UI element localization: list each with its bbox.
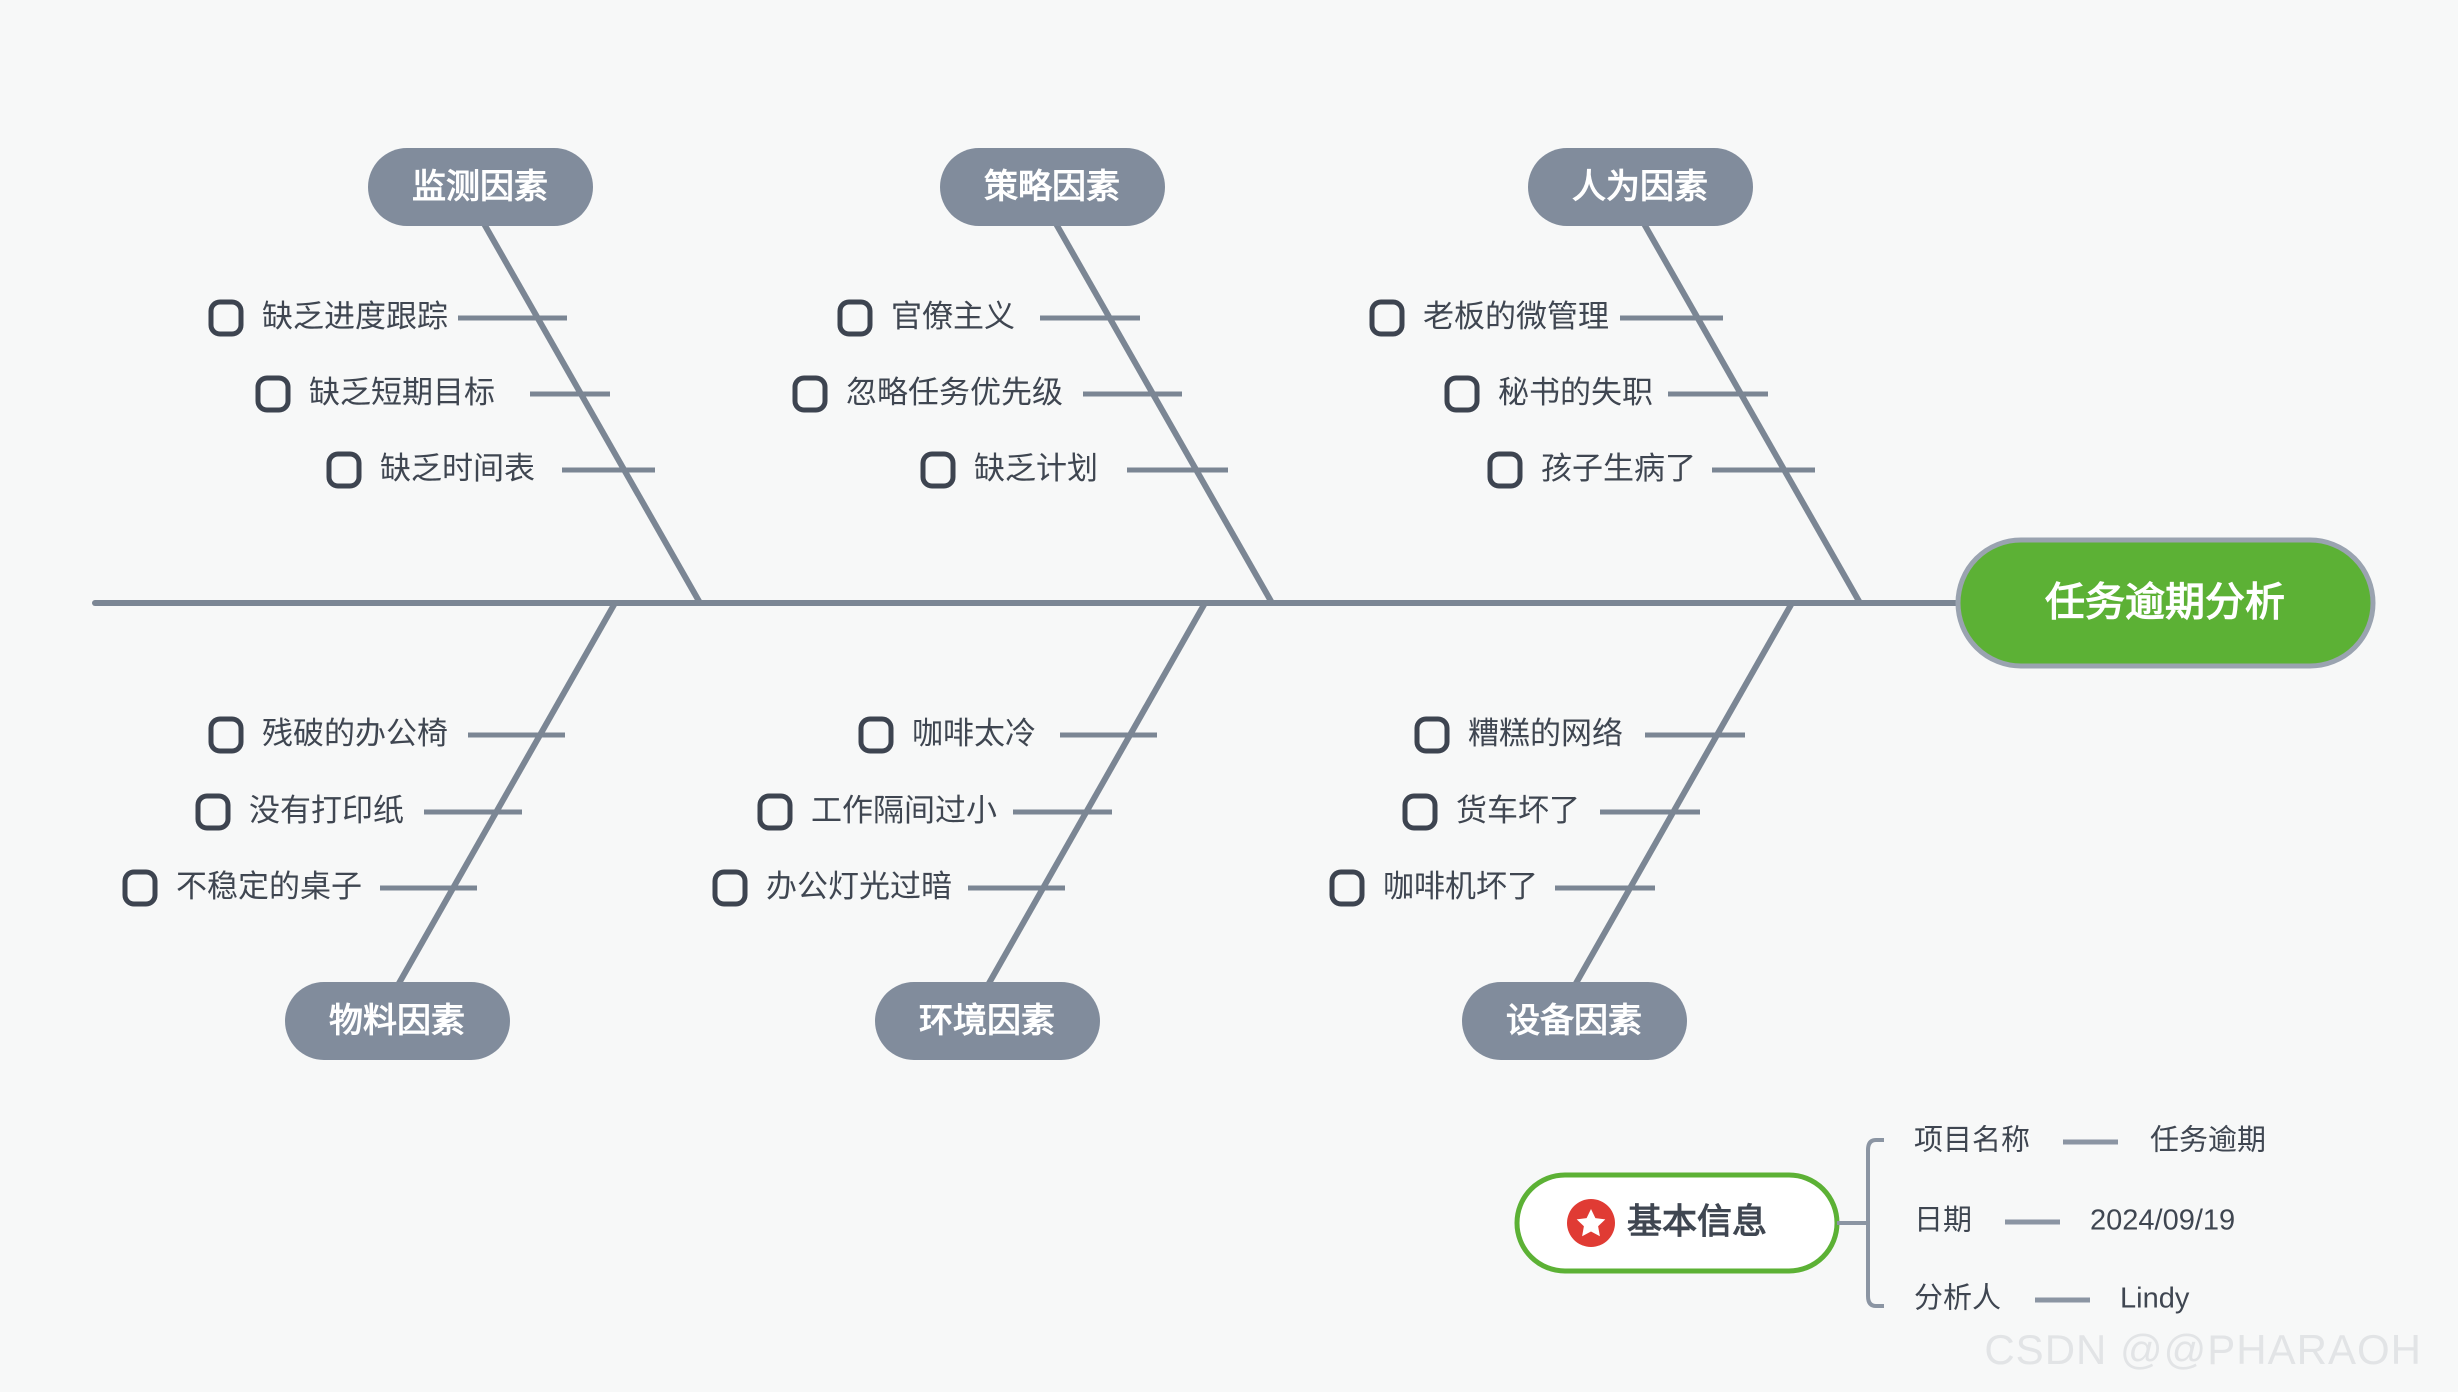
cause-item[interactable]: 官僚主义	[837, 299, 1015, 337]
cause-item[interactable]: 工作隔间过小	[757, 793, 997, 831]
info-row-value: 任务逾期	[2150, 1124, 2266, 1157]
checkbox-icon[interactable]	[255, 375, 291, 413]
info-bracket	[1866, 1138, 1884, 1308]
category-node-equipment[interactable]: 设备因素	[1462, 982, 1687, 1060]
category-node-strategy[interactable]: 策略因素	[940, 148, 1165, 226]
checkbox-icon[interactable]	[757, 793, 793, 831]
info-row[interactable]: 日期 2024/09/19	[1914, 1205, 2235, 1237]
cause-item[interactable]: 缺乏时间表	[326, 451, 535, 489]
watermark: CSDN @@PHARAOH	[1984, 1326, 2422, 1373]
checkbox-icon[interactable]	[1444, 375, 1480, 413]
cause-label: 缺乏计划	[974, 451, 1098, 486]
checkbox-icon[interactable]	[1402, 793, 1438, 831]
cause-item[interactable]: 不稳定的桌子	[122, 869, 362, 907]
info-row-key: 分析人	[1914, 1282, 2001, 1315]
category-node-material[interactable]: 物料因素	[285, 982, 510, 1060]
star-badge-icon	[1567, 1199, 1615, 1247]
cause-label: 缺乏短期目标	[309, 375, 495, 410]
category-node-environment[interactable]: 环境因素	[875, 982, 1100, 1060]
cause-item[interactable]: 孩子生病了	[1487, 451, 1696, 489]
category-label-human: 人为因素	[1572, 168, 1708, 206]
checkbox-icon[interactable]	[195, 793, 231, 831]
cause-item[interactable]: 咖啡太冷	[858, 716, 1036, 754]
cause-label: 缺乏时间表	[380, 451, 535, 486]
head-node[interactable]: 任务逾期分析	[1955, 537, 2376, 669]
cause-item[interactable]: 缺乏短期目标	[255, 375, 495, 413]
checkbox-icon[interactable]	[1329, 869, 1365, 907]
checkbox-icon[interactable]	[792, 375, 828, 413]
cause-item[interactable]: 忽略任务优先级	[792, 375, 1063, 413]
cause-label: 老板的微管理	[1423, 299, 1609, 334]
category-node-human[interactable]: 人为因素	[1528, 148, 1753, 226]
category-label-material: 物料因素	[329, 1002, 465, 1040]
category-label-environment: 环境因素	[919, 1002, 1055, 1040]
cause-item[interactable]: 老板的微管理	[1369, 299, 1609, 337]
cause-label: 咖啡太冷	[912, 716, 1036, 751]
cause-label: 糟糕的网络	[1468, 716, 1623, 751]
cause-label: 没有打印纸	[249, 793, 404, 828]
cause-item[interactable]: 没有打印纸	[195, 793, 404, 831]
cause-item[interactable]: 办公灯光过暗	[712, 869, 952, 907]
cause-item[interactable]: 糟糕的网络	[1414, 716, 1623, 754]
info-row-key: 项目名称	[1914, 1124, 2030, 1157]
rib-material	[395, 601, 618, 987]
checkbox-icon[interactable]	[920, 451, 956, 489]
category-label-equipment: 设备因素	[1506, 1002, 1642, 1040]
rib-monitoring	[480, 220, 703, 605]
cause-label: 残破的办公椅	[262, 716, 448, 751]
cause-label: 工作隔间过小	[811, 793, 997, 828]
cause-label: 孩子生病了	[1541, 451, 1696, 486]
info-panel-title: 基本信息	[1627, 1201, 1767, 1241]
category-label-strategy: 策略因素	[984, 168, 1120, 206]
rib-equipment	[1572, 601, 1795, 987]
checkbox-icon[interactable]	[122, 869, 158, 907]
cause-label: 咖啡机坏了	[1383, 869, 1538, 904]
checkbox-icon[interactable]	[1369, 299, 1405, 337]
cause-label: 秘书的失职	[1498, 375, 1653, 410]
cause-label: 官僚主义	[891, 299, 1015, 334]
checkbox-icon[interactable]	[837, 299, 873, 337]
rib-environment	[985, 601, 1208, 987]
category-node-monitoring[interactable]: 监测因素	[368, 148, 593, 226]
cause-label: 办公灯光过暗	[766, 869, 952, 904]
cause-item[interactable]: 秘书的失职	[1444, 375, 1653, 413]
cause-item[interactable]: 咖啡机坏了	[1329, 869, 1538, 907]
cause-label: 货车坏了	[1456, 793, 1580, 828]
cause-item[interactable]: 残破的办公椅	[208, 716, 448, 754]
cause-item[interactable]: 缺乏进度跟踪	[208, 299, 448, 337]
rib-strategy	[1052, 220, 1275, 605]
cause-label: 缺乏进度跟踪	[262, 299, 448, 334]
cause-item[interactable]: 缺乏计划	[920, 451, 1098, 489]
checkbox-icon[interactable]	[208, 299, 244, 337]
info-panel[interactable]: 基本信息 项目名称 任务逾期 日期 2024/09/19 分析人 Lindy	[1514, 1124, 2266, 1315]
info-row-value: 2024/09/19	[2090, 1205, 2235, 1237]
checkbox-icon[interactable]	[1414, 716, 1450, 754]
cause-label: 忽略任务优先级	[846, 375, 1063, 410]
checkbox-icon[interactable]	[712, 869, 748, 907]
checkbox-icon[interactable]	[858, 716, 894, 754]
info-row[interactable]: 分析人 Lindy	[1914, 1282, 2190, 1315]
rib-human	[1640, 220, 1863, 605]
checkbox-icon[interactable]	[326, 451, 362, 489]
cause-label: 不稳定的桌子	[176, 869, 362, 904]
category-label-monitoring: 监测因素	[412, 168, 548, 206]
checkbox-icon[interactable]	[208, 716, 244, 754]
info-row[interactable]: 项目名称 任务逾期	[1914, 1124, 2266, 1157]
info-row-value: Lindy	[2120, 1283, 2190, 1315]
checkbox-icon[interactable]	[1487, 451, 1523, 489]
cause-item[interactable]: 货车坏了	[1402, 793, 1580, 831]
info-row-key: 日期	[1914, 1205, 1972, 1237]
head-node-label: 任务逾期分析	[2045, 581, 2285, 625]
